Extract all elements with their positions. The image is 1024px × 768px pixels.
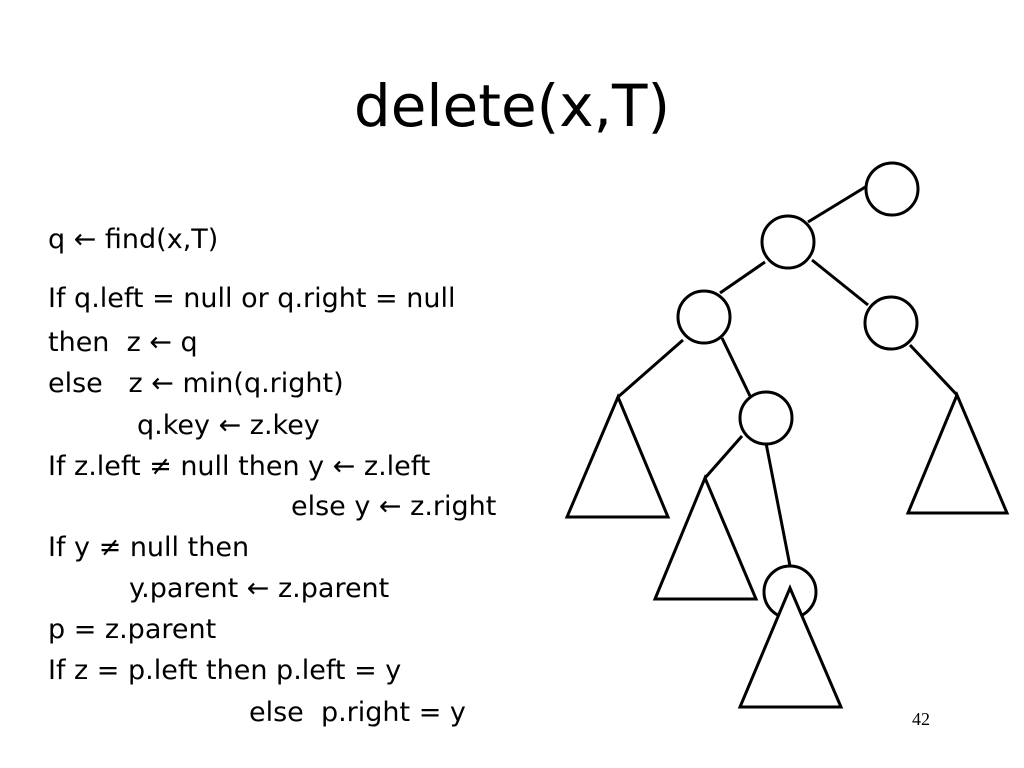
tree-node-q-left: [676, 289, 732, 345]
tree-subtree-right: [905, 391, 1010, 515]
code-line-12: else p.right = y: [249, 697, 466, 728]
tree-edge-q-to-right: [811, 258, 869, 307]
tree-edge-z-to-y: [764, 442, 792, 567]
code-line-6: If z.left ≠ null then y ← z.left: [48, 451, 431, 482]
page-number: 42: [912, 709, 930, 729]
code-line-11: If z = p.left then p.left = y: [48, 655, 402, 686]
tree-edge-z-to-left-subtree: [703, 435, 744, 479]
code-line-7: else y ← z.right: [291, 491, 497, 522]
tree-subtree-z-left: [652, 474, 759, 601]
tree-node-q-right: [863, 295, 919, 351]
code-line-5: q.key ← z.key: [137, 410, 320, 441]
code-line-3: then z ← q: [48, 327, 198, 358]
tree-edge-right-to-subtree: [908, 343, 959, 397]
tree-subtree-y: [737, 584, 844, 709]
tree-edge-left-to-z: [720, 337, 752, 397]
code-line-8: If y ≠ null then: [48, 532, 250, 563]
tree-edge-root-to-q: [807, 184, 868, 224]
tree-node-z: [738, 390, 794, 446]
tree-node-q: [760, 214, 816, 270]
tree-edge-left-to-subtree: [617, 338, 684, 399]
code-line-2: If q.left = null or q.right = null: [48, 283, 456, 314]
tree-subtree-left: [564, 393, 671, 519]
tree-node-root: [864, 161, 920, 217]
code-line-9: y.parent ← z.parent: [129, 573, 390, 604]
code-line-4: else z ← min(q.right): [48, 368, 344, 399]
tree-edge-q-to-left: [719, 260, 766, 295]
slide-title: delete(x,T): [353, 72, 671, 140]
code-line-10: p = z.parent: [48, 614, 217, 645]
code-line-1: q ← find(x,T): [48, 224, 219, 255]
